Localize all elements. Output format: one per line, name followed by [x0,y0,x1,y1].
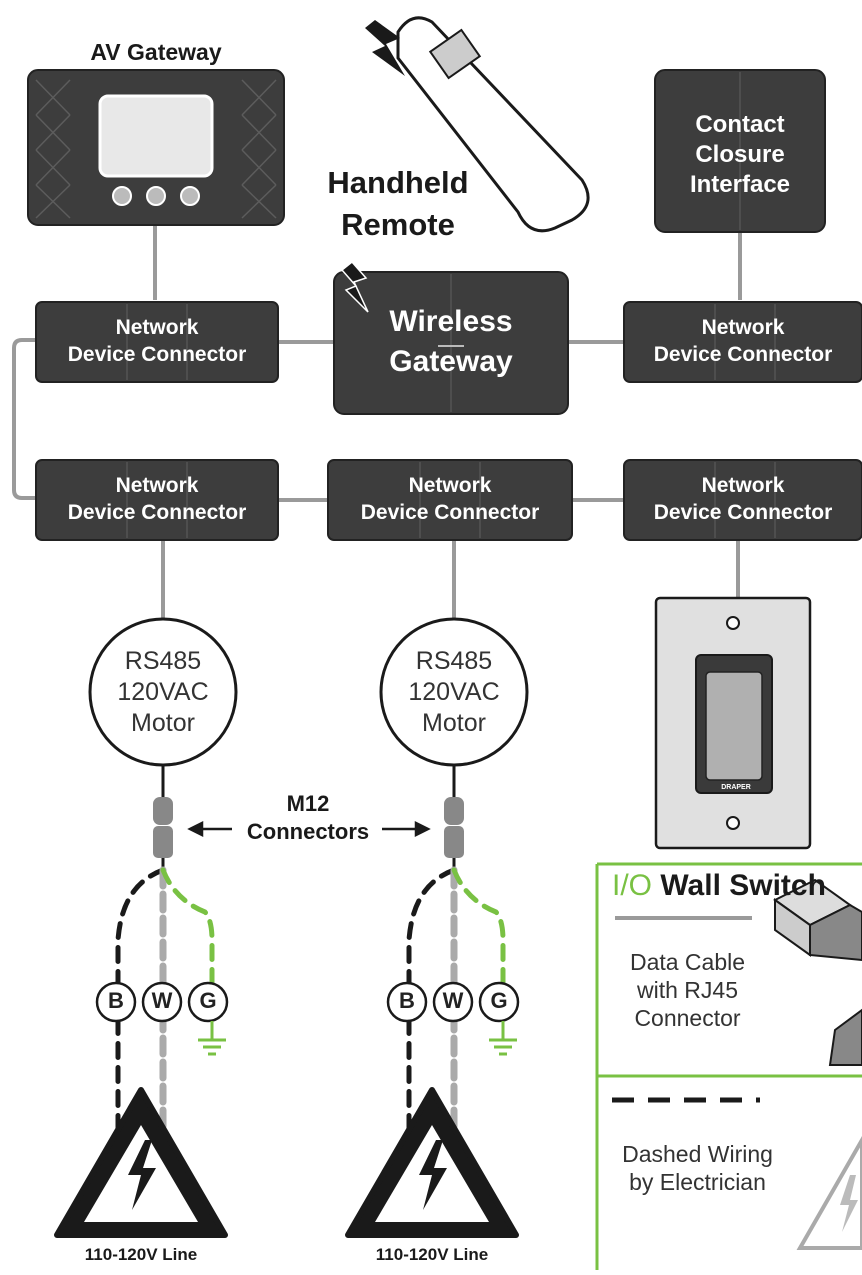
legend-dashed-wiring-text: Dashed Wiring by Electrician [600,1140,795,1196]
ndc-line1: Network [115,316,199,339]
contact-closure-line1: Contact [695,111,785,138]
io-symbol-icon: I/O [612,869,653,902]
m12-connector-1 [153,797,173,870]
legend-box [595,862,862,1270]
ndc-label-bottom-left: Network Device Connector [36,472,278,526]
ground-symbol-icon [198,1021,226,1056]
wireless-gateway-label: Wireless Gateway [334,302,568,382]
terminal-b-2 [386,981,428,1023]
ndc-line2: Device Connector [67,343,247,366]
rj45-connector-icon [773,878,862,1066]
legend-dashed-wiring-line1: Dashed Wiring [622,1141,773,1167]
terminal-w-label: W [151,988,173,1013]
wall-switch-text: Wall Switch [660,869,826,902]
terminal-b-label: B [399,988,415,1013]
av-gateway-device [27,69,285,226]
legend-data-cable-text: Data Cable with RJ45 Connector [600,948,775,1032]
ndc-line1: Network [701,474,785,497]
handheld-remote-label: Handheld Remote [318,162,478,246]
high-voltage-warning-icon [345,1087,519,1238]
terminal-g-2 [478,981,520,1023]
motor-line1: RS485 [415,647,493,675]
motor-line3: Motor [131,709,195,737]
ndc-line2: Device Connector [653,501,833,524]
motor-2-label: RS485 120VAC Motor [394,646,514,739]
wireless-gateway-device [333,260,569,415]
motor-line3: Motor [422,709,486,737]
ndc-line1: Network [115,474,199,497]
handheld-remote-line2: Remote [341,207,455,242]
high-voltage-warning-icon [54,1087,228,1238]
wireless-gateway-line2: Gateway [389,345,513,378]
ground-symbol-icon [489,1021,517,1056]
contact-closure-line3: Interface [689,171,791,198]
line-voltage-label-2: 110-120V Line [375,1245,489,1264]
high-voltage-warning-icon [796,1135,862,1250]
ndc-label-top-right: Network Device Connector [624,314,862,368]
motor-line2: 120VAC [408,678,500,706]
legend-data-cable-line2: with RJ45 [637,977,738,1003]
legend-dashed-wiring-line2: by Electrician [629,1169,766,1195]
av-gateway-title: AV Gateway [90,39,222,65]
m12-arrows [187,820,431,838]
terminal-b-1 [95,981,137,1023]
ndc-label-top-left: Network Device Connector [36,314,278,368]
terminal-w-1 [141,981,183,1023]
contact-closure-label: Contact Closure Interface [655,110,825,200]
motor-line2: 120VAC [117,678,209,706]
wall-switch-label: I/O Wall Switch [612,866,862,906]
network-device-connector-boxes [35,301,862,541]
m12-line2: Connectors [246,819,370,844]
ndc-line1: Network [701,316,785,339]
wall-switch-brand: DRAPER [721,784,751,791]
terminal-g-label: G [199,988,217,1013]
motor-line1: RS485 [124,647,202,675]
line-voltage-label-1: 110-120V Line [84,1245,198,1264]
handheld-remote-device [365,16,590,233]
m12-connector-2 [444,797,464,870]
lightning-bolt-icon [365,20,405,76]
ndc-line2: Device Connector [67,501,247,524]
contact-closure-interface-device [654,69,826,233]
contact-closure-line2: Closure [695,141,785,168]
motor-1-label: RS485 120VAC Motor [103,646,223,739]
m12-line1: M12 [286,791,330,816]
ndc-label-bottom-center: Network Device Connector [328,472,572,526]
data-cable-ndc-loop [12,338,36,500]
terminal-g-1 [187,981,229,1023]
ndc-line2: Device Connector [360,501,540,524]
lightning-bolt-icon [340,260,369,313]
terminal-b-label: B [108,988,124,1013]
ndc-line2: Device Connector [653,343,833,366]
m12-connectors-label: M12 Connectors [228,790,388,846]
terminal-w-2 [432,981,474,1023]
terminal-w-label: W [442,988,464,1013]
wireless-gateway-line1: Wireless [389,305,513,338]
legend-data-cable-line1: Data Cable [629,949,746,975]
handheld-remote-line1: Handheld [327,165,469,200]
wall-switch-device [654,596,812,850]
ndc-label-bottom-right: Network Device Connector [624,472,862,526]
legend-data-cable-line3: Connector [634,1005,741,1031]
terminal-g-label: G [490,988,508,1013]
ndc-line1: Network [408,474,492,497]
